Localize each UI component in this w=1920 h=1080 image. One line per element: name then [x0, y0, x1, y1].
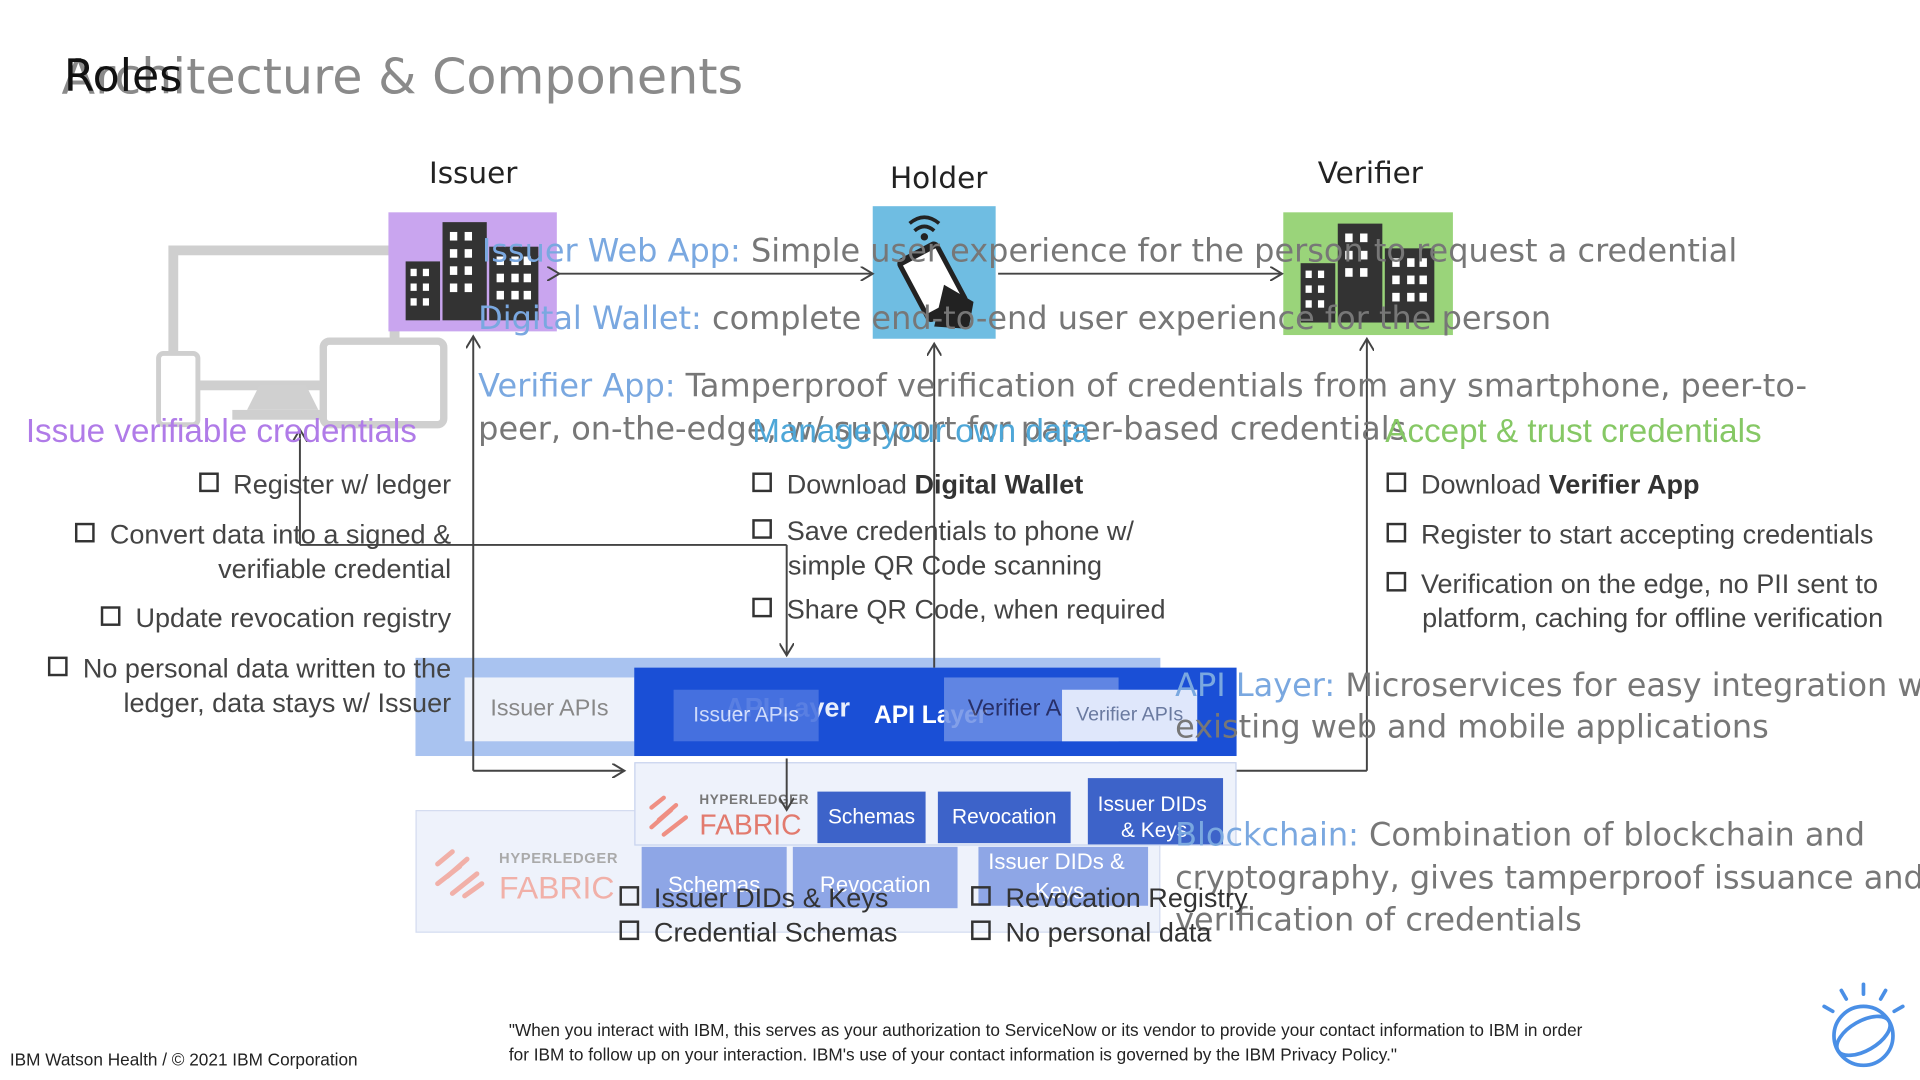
- footer-privacy-line-1: "When you interact with IBM, this serves…: [508, 1019, 1583, 1040]
- schemas-back: Schemas: [641, 846, 787, 909]
- building-icon: [1300, 223, 1435, 323]
- issuer-bullet-1: Register w/ ledger: [25, 468, 452, 502]
- verifier-apis: Verifier APIs: [1062, 689, 1198, 742]
- phone-hand-icon: [897, 215, 974, 329]
- checkbox-icon: [752, 472, 772, 493]
- verifier-bullet-2: Register to start accepting credentials: [1386, 518, 1873, 552]
- role-verifier-label: Verifier: [1317, 155, 1423, 191]
- checkbox-icon: [75, 522, 96, 543]
- holder-tile: [872, 206, 996, 339]
- overlay-blockchain-3: verification of credentials: [1175, 902, 1582, 939]
- footer-copyright: IBM Watson Health / © 2021 IBM Corporati…: [9, 1049, 358, 1069]
- verifier-bullet-1: Download Verifier App: [1386, 468, 1700, 502]
- role-issuer-label: Issuer: [428, 155, 518, 191]
- verifier-bullet-3: Verification on the edge, no PII sent to: [1386, 567, 1878, 601]
- issuer-dids-back-line2: Keys: [1034, 878, 1085, 904]
- ledger-bullet-left-2: Credential Schemas: [619, 916, 897, 950]
- ledger-bullet-right-1: Revocation Registry: [971, 881, 1247, 915]
- holder-section-title: Manage your own data: [752, 412, 1090, 450]
- checkbox-icon: [752, 597, 772, 618]
- overlay-verifier-app-1: Verifier App: Tamperproof verification o…: [478, 368, 1808, 406]
- checkbox-icon: [752, 519, 772, 539]
- slide-title-architecture: Architecture & Components: [61, 49, 744, 106]
- holder-bullet-2: Save credentials to phone w/: [752, 514, 1134, 548]
- slide-title-roles: Roles: [63, 51, 183, 102]
- building-icon: [405, 222, 539, 321]
- role-holder-label: Holder: [889, 160, 988, 196]
- ledger-bullet-left-1: Issuer DIDs & Keys: [619, 881, 888, 915]
- checkbox-icon: [971, 920, 991, 941]
- issuer-bullet-4: No personal data written to the: [25, 652, 452, 686]
- overlay-api-layer-2: existing web and mobile applications: [1175, 709, 1769, 747]
- issuer-apis-back: Issuer APIs: [464, 677, 635, 742]
- overlay-digital-wallet: Digital Wallet: complete end-to-end user…: [478, 300, 1552, 338]
- footer-privacy-line-2: for IBM to follow up on your interaction…: [508, 1044, 1397, 1065]
- verifier-section-title: Accept & trust credentials: [1385, 412, 1762, 450]
- issuer-dids-line2: & Keys: [1121, 818, 1188, 842]
- verifier-bullet-3-cont: platform, caching for offline verificati…: [1422, 602, 1884, 634]
- checkbox-icon: [1386, 571, 1407, 592]
- checkbox-icon: [1386, 472, 1407, 493]
- issuer-dids-box: [1087, 778, 1224, 845]
- holder-bullet-3: Share QR Code, when required: [752, 593, 1165, 627]
- issuer-section-title: Issue verifiable credentials: [25, 412, 417, 450]
- revocation-back: Revocation: [792, 846, 958, 909]
- fabric-logo-icon: [649, 795, 689, 837]
- issuer-dids-back-line1: Issuer DIDs &: [988, 849, 1125, 874]
- issuer-bullet-4-cont: ledger, data stays w/ Issuer: [123, 687, 452, 718]
- ledger-bullet-right-2: No personal data: [971, 916, 1211, 950]
- issuer-bullet-2-cont: verifiable credential: [218, 553, 452, 585]
- overlay-api-layer-1: API Layer: Microservices for easy integr…: [1175, 667, 1920, 705]
- checkbox-icon: [48, 656, 69, 677]
- hyperledger-back-label: HYPERLEDGER: [499, 849, 619, 867]
- fabric-logo-icon: [435, 849, 485, 899]
- overlay-blockchain-2: cryptography, gives tamperproof issuance…: [1175, 860, 1920, 898]
- checkbox-icon: [198, 472, 219, 493]
- ibm-logo-icon: [1822, 982, 1905, 1068]
- verifier-tile: [1283, 212, 1453, 336]
- checkbox-icon: [619, 920, 640, 941]
- issuer-bullet-3: Update revocation registry: [25, 601, 451, 635]
- schemas-box: Schemas: [817, 791, 926, 844]
- overlay-issuer-web-app: Issuer Web App: Simple user experience f…: [481, 233, 1738, 271]
- overlay-blockchain-1: Blockchain: Combination of blockchain an…: [1175, 817, 1866, 855]
- issuer-dids-back: [978, 846, 1149, 906]
- issuer-apis: Issuer APIs: [673, 689, 819, 742]
- checkbox-icon: [619, 886, 640, 906]
- holder-bullet-2-cont: simple QR Code scanning: [787, 549, 1103, 581]
- issuer-bullet-2: Convert data into a signed &: [25, 518, 452, 552]
- fabric-label: FABRIC: [699, 808, 802, 841]
- revocation-box: Revocation: [937, 791, 1071, 844]
- checkbox-icon: [101, 606, 121, 626]
- monitor-devices-icon: [156, 245, 448, 429]
- holder-bullet-1: Download Digital Wallet: [752, 468, 1083, 502]
- overlay-verifier-app-2: peer, on-the-edge, w/ support for paper-…: [478, 411, 1407, 448]
- checkbox-icon: [971, 886, 991, 906]
- issuer-dids-line1: Issuer DIDs: [1097, 792, 1207, 817]
- fabric-back-label: FABRIC: [499, 868, 615, 906]
- footer-privacy-notice: "When you interact with IBM, this serves…: [509, 1017, 1738, 1066]
- issuer-tile: [388, 212, 557, 332]
- checkbox-icon: [1386, 522, 1407, 543]
